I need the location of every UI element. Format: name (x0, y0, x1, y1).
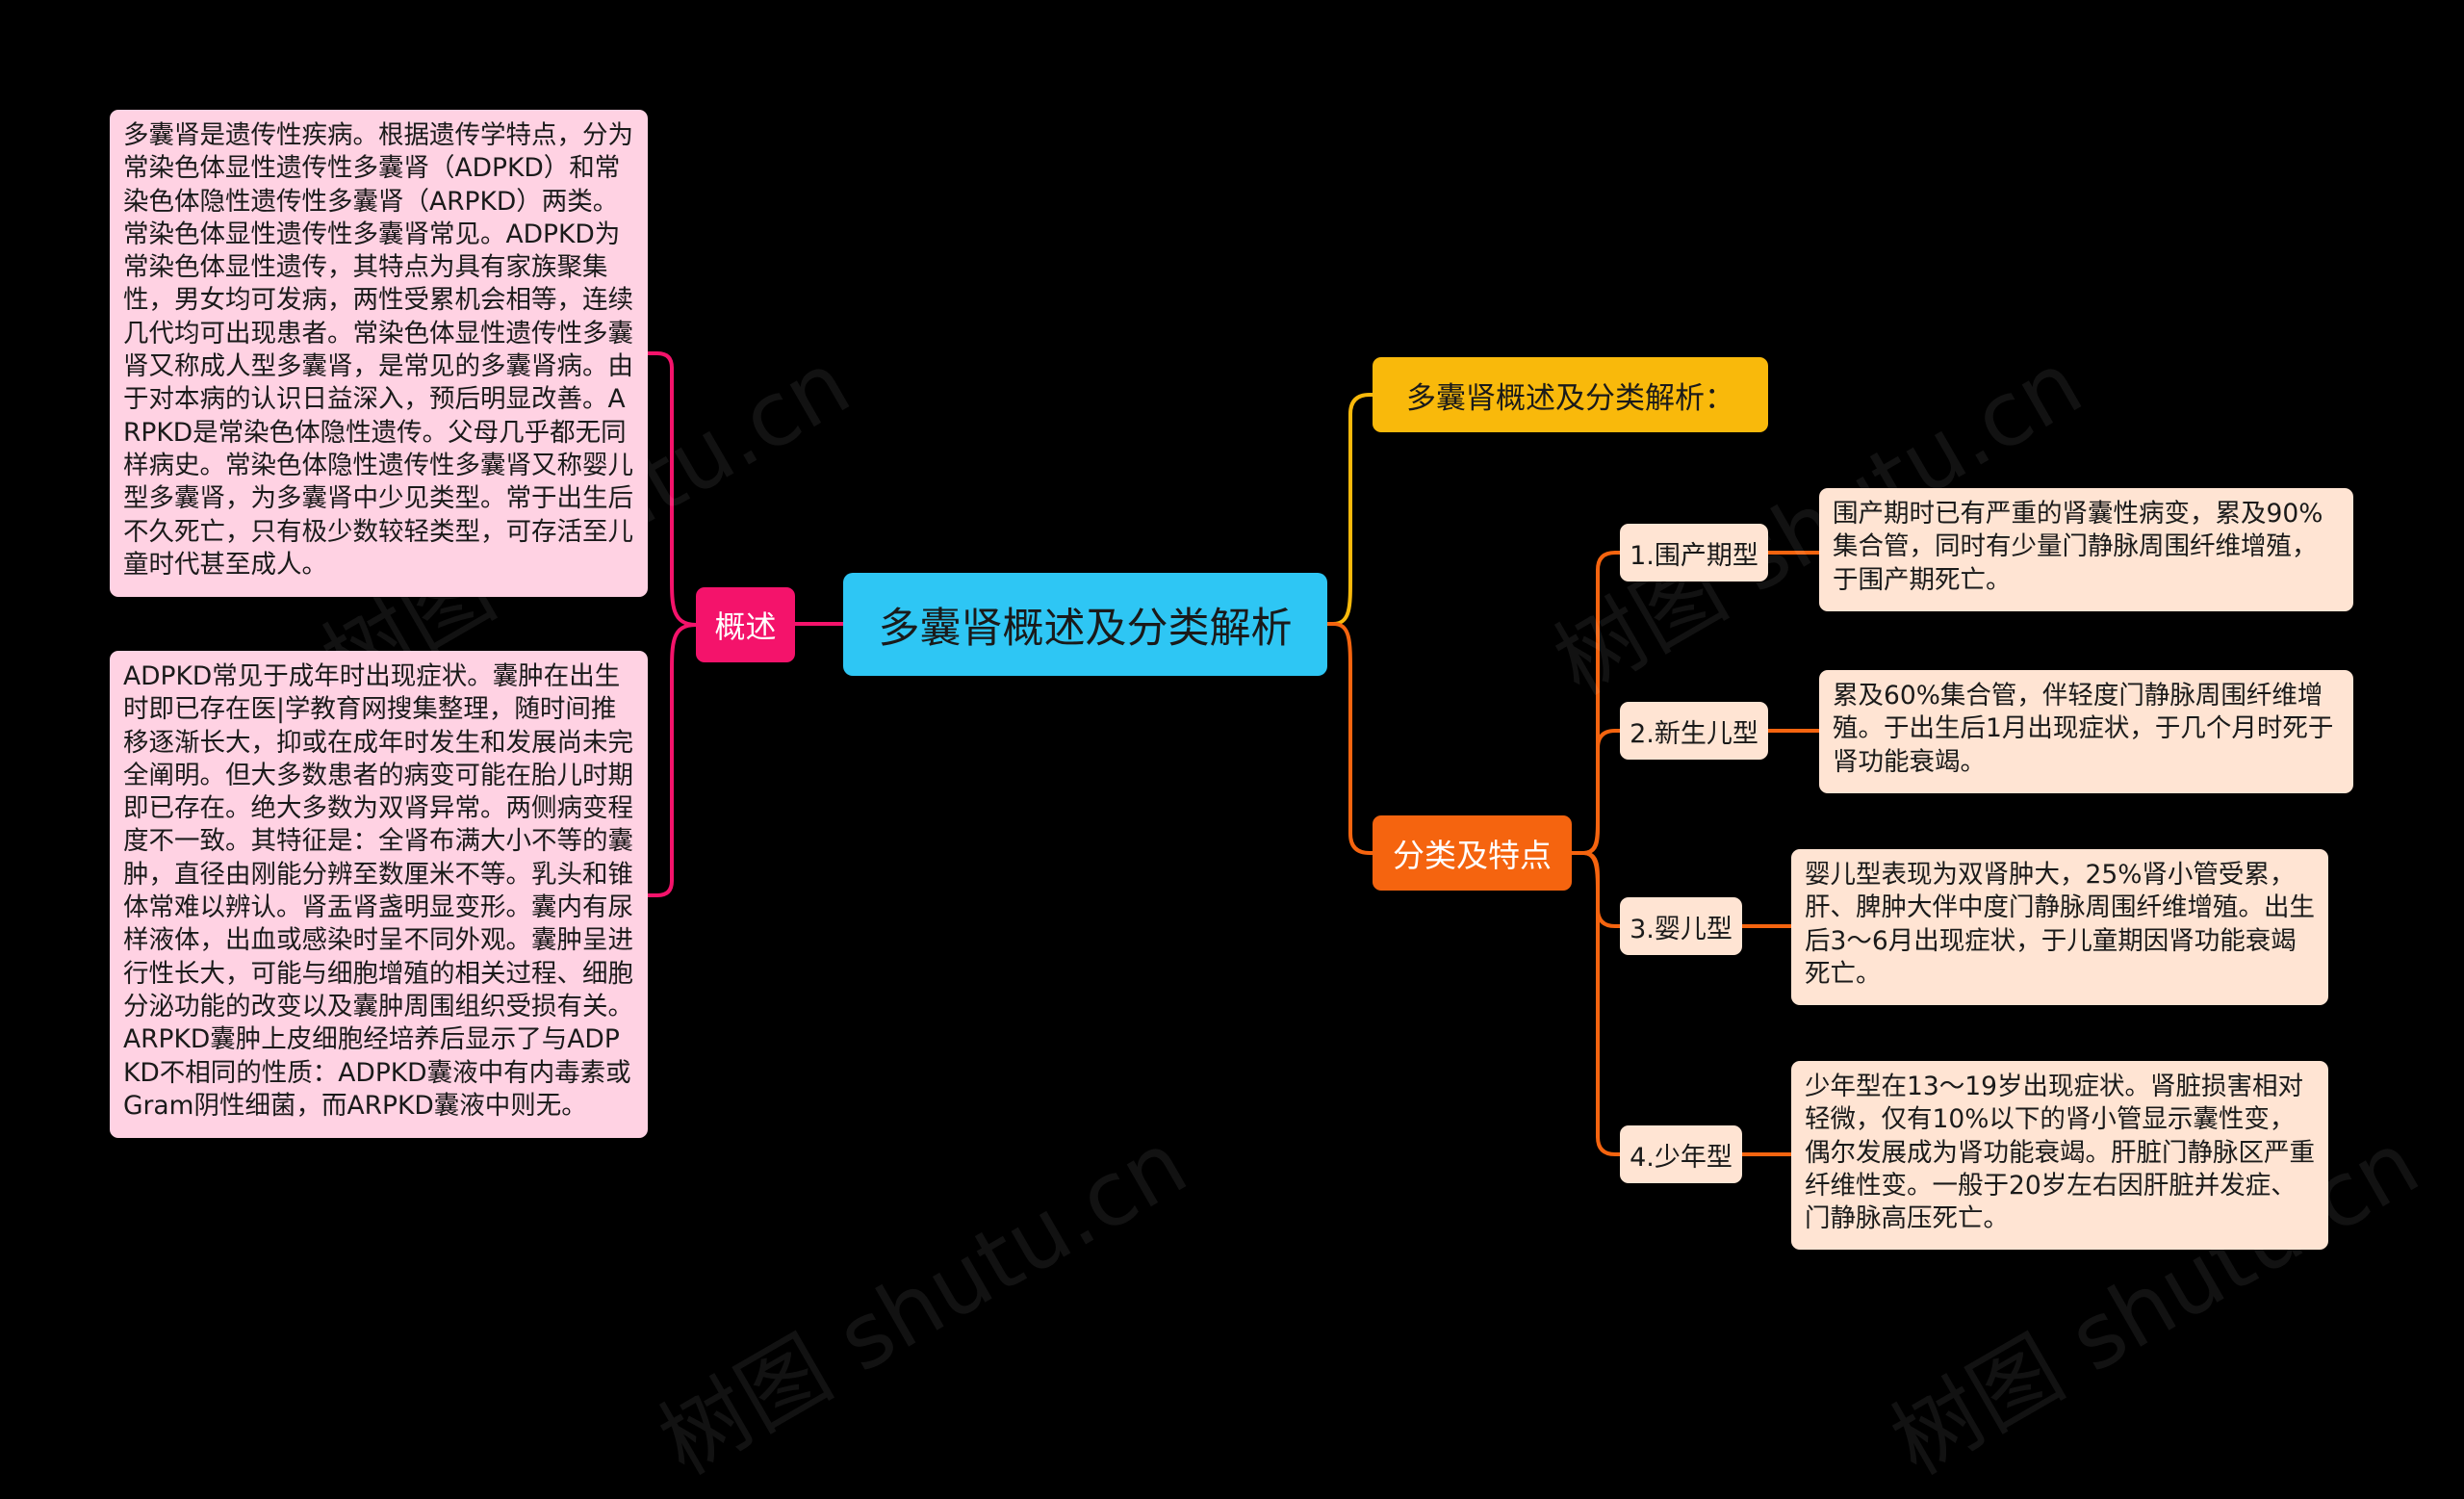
type-infantile[interactable]: 3.婴儿型 (1620, 897, 1742, 955)
link-center-overview (1325, 393, 1374, 626)
branch-classify[interactable]: 分类及特点 (1373, 815, 1572, 891)
type-juvenile[interactable]: 4.少年型 (1620, 1125, 1742, 1183)
type-perinatal[interactable]: 1.围产期型 (1620, 524, 1768, 582)
branch-gaishu-label: 概述 (714, 608, 777, 645)
type-perinatal-desc[interactable]: 围产期时已有严重的肾囊性病变，累及90%集合管，同时有少量门静脉周围纤维增殖，于… (1819, 488, 2353, 611)
center-topic[interactable]: 多囊肾概述及分类解析 (843, 573, 1327, 676)
connector-lines (646, 351, 1821, 1156)
link-gaishu-box2 (646, 623, 698, 897)
center-topic-label: 多囊肾概述及分类解析 (878, 604, 1293, 653)
branch-overview-label: 多囊肾概述及分类解析： (1406, 380, 1734, 416)
type-neonatal-label: 2.新生儿型 (1630, 718, 1758, 749)
gaishu-paragraph-1[interactable]: 多囊肾是遗传性疾病。根据遗传学特点，分为常染色体显性遗传性多囊肾（ADPKD）和… (110, 110, 648, 597)
type-juvenile-desc[interactable]: 少年型在13～19岁出现症状。肾脏损害相对轻微，仅有10%以下的肾小管显示囊性变… (1791, 1061, 2328, 1250)
type-infantile-desc[interactable]: 婴儿型表现为双肾肿大，25%肾小管受累，肝、脾肿大伴中度门静脉周围纤维增殖。出生… (1791, 849, 2328, 1005)
link-classify-type2 (1570, 729, 1622, 855)
link-gaishu-box1 (646, 351, 698, 627)
type-infantile-label: 3.婴儿型 (1630, 914, 1732, 944)
branch-classify-label: 分类及特点 (1393, 837, 1552, 874)
gaishu-paragraph-2[interactable]: ADPKD常见于成年时出现症状。囊肿在出生时即已存在医|学教育网搜集整理，随时间… (110, 651, 648, 1138)
branch-overview[interactable]: 多囊肾概述及分类解析： (1373, 357, 1768, 432)
link-classify-type4 (1570, 851, 1622, 1156)
branch-gaishu[interactable]: 概述 (696, 587, 795, 662)
type-neonatal-desc[interactable]: 累及60%集合管，伴轻度门静脉周围纤维增殖。于出生后1月出现症状，于几个月时死于… (1819, 670, 2353, 793)
type-perinatal-label: 1.围产期型 (1630, 540, 1758, 571)
type-juvenile-label: 4.少年型 (1630, 1142, 1732, 1173)
link-center-classify (1325, 622, 1374, 855)
type-neonatal[interactable]: 2.新生儿型 (1620, 702, 1768, 760)
